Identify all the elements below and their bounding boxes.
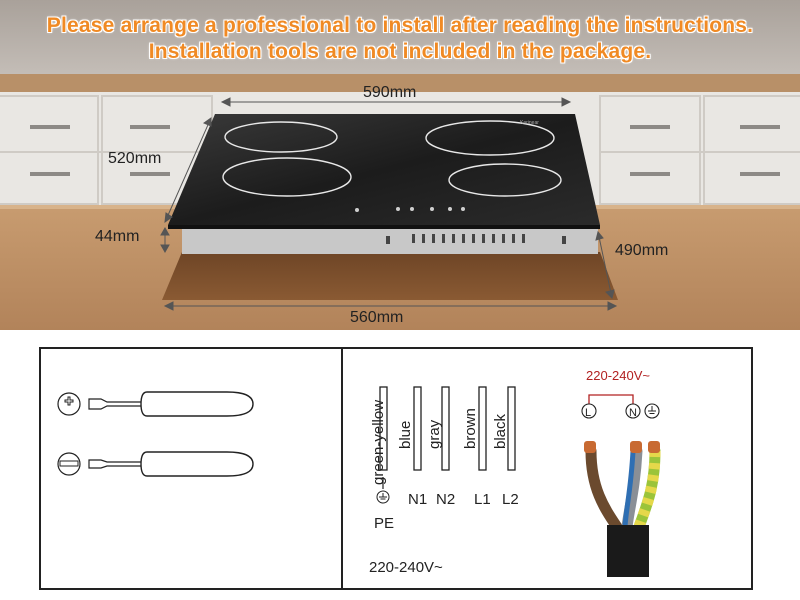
installation-diagram-box: 220-240V~ L N green: [39, 347, 753, 590]
back-counter: [0, 74, 800, 92]
terminal-n2: N2: [436, 491, 456, 508]
wire-label-green-yellow: green-yellow: [370, 399, 387, 485]
cutout-width-dimension-label: 560mm: [350, 309, 404, 326]
flathead-screwdriver: [57, 451, 254, 477]
slot-head-icon: [59, 460, 79, 467]
glass-cooktop: [168, 114, 600, 225]
depth-dimension-label: 520mm: [108, 150, 162, 167]
width-dimension-label: 590mm: [363, 84, 417, 101]
wire-label-brown: brown: [462, 408, 479, 449]
wiring-panel: 220-240V~ L N: [376, 368, 661, 577]
dimension-lines: [160, 97, 618, 311]
wiring-voltage-label: 220-240V~: [369, 559, 443, 576]
tools-panel: [57, 391, 254, 477]
terminal-n1: N1: [408, 491, 428, 508]
terminal-l1: L1: [474, 491, 491, 508]
live-terminal-label: L: [585, 407, 591, 419]
wire-label-black: black: [492, 413, 509, 449]
height-dimension-label: 44mm: [95, 228, 140, 245]
terminal-pe: PE: [374, 515, 395, 532]
cutout-hole: [162, 252, 618, 300]
wire-label-blue: blue: [397, 420, 414, 449]
cooking-zones: [222, 120, 562, 197]
terminal-l2: L2: [502, 491, 519, 508]
supply-wiring: 220-240V~ L N: [581, 368, 661, 577]
phillips-screwdriver: [57, 391, 254, 417]
supply-voltage-label: 220-240V~: [586, 368, 650, 383]
hob-photo-scene: Karinear Please arrange a professional t…: [0, 0, 800, 330]
terminal-posts: [379, 386, 516, 471]
install-notice-line-1: Please arrange a professional to install…: [46, 14, 754, 37]
neutral-terminal-label: N: [629, 407, 637, 419]
cutout-depth-dimension-label: 490mm: [615, 242, 669, 259]
panel-divider: [341, 349, 343, 588]
touch-controls: [355, 207, 465, 212]
earth-terminal-icon: [644, 403, 660, 419]
wire-label-gray: gray: [426, 419, 443, 449]
ground-terminal-icon: [376, 477, 390, 504]
vent-slots: [386, 234, 566, 244]
cross-head-icon: [64, 396, 74, 406]
brand-mark: Karinear: [520, 120, 539, 126]
install-notice-line-2: Installation tools are not included in t…: [148, 40, 652, 63]
kitchen-scene: Karinear: [0, 0, 800, 330]
